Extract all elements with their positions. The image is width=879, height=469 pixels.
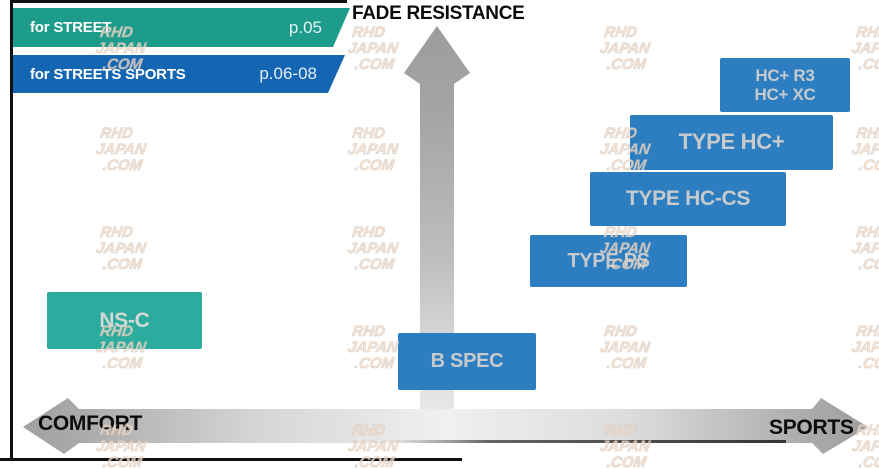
legend-for-streets-sports-page-ref: p.06-08 [259,64,317,83]
product-box-hc-plus-r3-xc: HC+ R3 HC+ XC [720,58,850,112]
product-box-type-hc-cs: TYPE HC-CS [590,172,786,226]
legend-for-streets-sports: for STREETS SPORTS p.06-08 [13,55,345,93]
product-box-b-spec: B SPEC [398,333,536,390]
product-label: TYPE HC-CS [625,187,751,211]
product-label: B SPEC [430,350,504,373]
product-label: NS-C [99,308,150,332]
product-box-ns-c: NS-C [47,292,202,349]
x-axis-label-sports: SPORTS [769,416,854,439]
product-label: TYPE PS [567,249,650,272]
product-label: TYPE HC+ [678,129,785,155]
x-axis-label-comfort: COMFORT [38,412,143,435]
legend-for-street-page-ref: p.05 [288,17,322,37]
legend-for-streets-sports-label: for STREETS SPORTS [30,65,186,83]
legend-for-street: for STREET p.05 [13,8,350,47]
y-axis-label: FADE RESISTANCE [352,3,525,24]
top-border-line [10,0,347,3]
product-box-type-hc-plus: TYPE HC+ [630,115,833,170]
left-border-line [10,0,13,458]
product-label-line2: HC+ XC [754,85,816,104]
product-label-line1: HC+ R3 [755,65,815,85]
bottom-border-line [0,458,462,461]
axis-bar-shadow-edge [390,440,786,443]
legend-for-street-label: for STREET [30,19,112,36]
product-box-type-ps: TYPE PS [530,235,687,287]
